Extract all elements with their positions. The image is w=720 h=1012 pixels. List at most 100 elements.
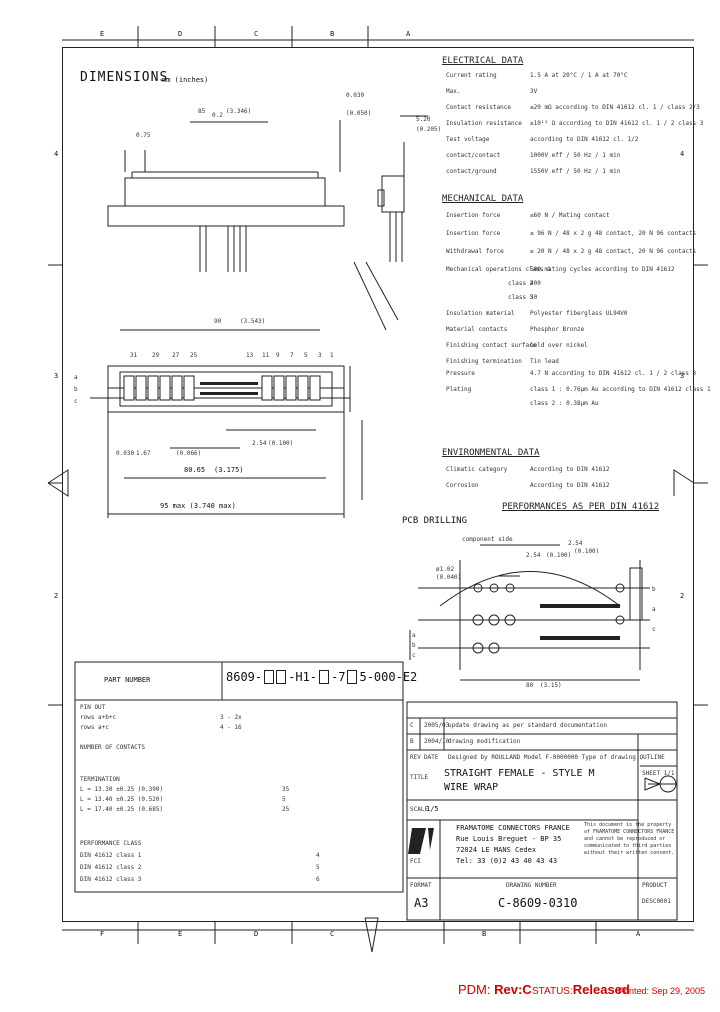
rev-cell: Designed by ROULLAND Model F-0000000 Typ… xyxy=(448,754,665,761)
spec-value: ≤ 96 N / 48 x 2 g 48 contact, 20 N 96 co… xyxy=(530,230,697,237)
pin-number: 31 xyxy=(130,352,138,359)
option-key: L = 17.40 ±0.25 (0.685) xyxy=(80,806,164,813)
spec-value: Polyester fiberglass UL94V0 xyxy=(530,310,628,317)
grid-letter: D xyxy=(254,930,259,938)
row-letter: c xyxy=(74,398,78,405)
grid-letter: C xyxy=(254,30,259,38)
spec-key: Mechanical operations class 1 xyxy=(446,266,551,273)
pcb-label: (0.100) xyxy=(574,548,600,555)
part-number-code: 8609- -H1- -7 5-000-E2 xyxy=(226,670,417,684)
pin-number: 25 xyxy=(190,352,198,359)
dim-label: (3.346) xyxy=(226,108,252,115)
dim-label: 0.030 xyxy=(346,92,365,99)
format-value: A3 xyxy=(414,896,429,910)
company-line: 72024 LE MANS Cedex xyxy=(456,846,537,854)
mechanical-title: MECHANICAL DATA xyxy=(442,194,524,204)
row-letter: a xyxy=(74,374,78,381)
pcb-label: (3.15) xyxy=(540,682,562,689)
pin-number: 7 xyxy=(290,352,294,359)
part-code-box xyxy=(264,670,275,684)
drawing-number: C-8609-0310 xyxy=(498,896,578,910)
spec-key: class 2 xyxy=(508,280,534,287)
option-key: DIN 41612 class 3 xyxy=(80,876,142,883)
spec-value: 1.5 A at 20°C / 1 A at 70°C xyxy=(530,72,628,79)
grid-letter: F xyxy=(100,930,105,938)
spec-value: 500 mating cycles according to DIN 41612 xyxy=(530,266,675,273)
pcb-drilling-title: PCB DRILLING xyxy=(402,516,468,526)
part-number-header: PART NUMBER xyxy=(104,676,151,684)
dim-label: 95 max (3.740 max) xyxy=(160,502,236,510)
drawing-title-line1: STRAIGHT FEMALE - STYLE M xyxy=(444,768,595,779)
pdm-label: PDM: xyxy=(458,982,495,997)
option-value: 35 xyxy=(282,786,290,793)
rev-cell: B xyxy=(410,738,414,745)
spec-key: contact/contact xyxy=(446,152,501,159)
spec-value: 50 xyxy=(530,294,538,301)
dim-label: (0.066) xyxy=(176,450,202,457)
spec-value: ≤60 N / Mating contact xyxy=(530,212,610,219)
status-value: Released xyxy=(572,982,630,997)
product-label: PRODUCT xyxy=(642,882,668,889)
fci-logo xyxy=(408,828,434,854)
option-value: 3 - 2x xyxy=(220,714,242,721)
spec-value: 400 xyxy=(530,280,541,287)
grid-letter: B xyxy=(482,930,487,938)
spec-value: 1550V eff / 50 Hz / 1 min xyxy=(530,168,621,175)
grid-number: 2 xyxy=(54,592,59,600)
spec-key: Finishing contact surface xyxy=(446,342,537,349)
spec-key: Insertion force xyxy=(446,212,501,219)
dim-label: 80.65 xyxy=(184,466,206,474)
option-value: 4 xyxy=(316,852,320,859)
dim-label: (0.100) xyxy=(268,440,294,447)
pcb-label: a xyxy=(412,632,416,639)
spec-value: ≥ 20 N / 48 x 2 g 48 contact, 20 N 96 co… xyxy=(530,248,697,255)
spec-value: Tin lead xyxy=(530,358,559,365)
option-value: 4 - 16 xyxy=(220,724,242,731)
pcb-label: component side xyxy=(462,536,513,543)
section-title: TERMINATION xyxy=(80,776,120,783)
grid-number: 3 xyxy=(680,372,685,380)
dim-label: (3.543) xyxy=(240,318,266,325)
printed-date: Printed: Sep 29, 2005 xyxy=(618,986,706,996)
pcb-label: b xyxy=(412,642,416,649)
grid-number: 4 xyxy=(680,150,685,158)
company-line: FRAMATOME CONNECTORS FRANCE xyxy=(456,824,570,832)
spec-value: ≤20 mΩ according to DIN 41612 cl. 1 / cl… xyxy=(530,104,700,111)
dim-label: 85 xyxy=(198,108,206,115)
dim-label: 2.54 xyxy=(252,440,267,447)
dim-label: 0.030 xyxy=(116,450,135,457)
copyright-note: This document is the property of FRAMATO… xyxy=(584,822,675,856)
pcb-label: 80 xyxy=(526,682,534,689)
spec-value: 4.7 N according to DIN 41612 cl. 1 / 2 c… xyxy=(530,370,697,377)
grid-letter: D xyxy=(178,30,183,38)
spec-value: ≥10¹² Ω according to DIN 41612 cl. 1 / 2… xyxy=(530,120,704,127)
spec-key: Current rating xyxy=(446,72,497,79)
part-code-box xyxy=(276,670,287,684)
option-value: 5 xyxy=(282,796,286,803)
performance-title: PERFORMANCES AS PER DIN 41612 xyxy=(502,502,660,512)
grid-letter: E xyxy=(178,930,183,938)
pin-number: 13 xyxy=(246,352,254,359)
option-key: DIN 41612 class 2 xyxy=(80,864,142,871)
grid-number: 3 xyxy=(54,372,59,380)
spec-key: Withdrawal force xyxy=(446,248,504,255)
pcb-label: 2.54 xyxy=(568,540,583,547)
pcb-label: a xyxy=(652,606,656,613)
spec-key: Material contacts xyxy=(446,326,508,333)
part-code-prefix: 8609- xyxy=(226,670,263,684)
option-value: 5 xyxy=(316,864,320,871)
pin-number: 1 xyxy=(330,352,334,359)
dimensions-title: DIMENSIONS xyxy=(80,70,169,85)
electrical-title: ELECTRICAL DATA xyxy=(442,56,524,66)
section-title: PIN OUT xyxy=(80,704,106,711)
pcb-label: (0.040) xyxy=(436,574,462,581)
spec-value: Phosphor Bronze xyxy=(530,326,585,333)
status: STATUS:Released xyxy=(532,982,630,997)
grid-letter: B xyxy=(330,30,335,38)
spec-key: Pressure xyxy=(446,370,475,377)
scale-label: SCALE xyxy=(410,806,429,813)
drawing-frame xyxy=(62,47,694,922)
logo-text: FCI xyxy=(410,858,421,865)
spec-key: Corrosion xyxy=(446,482,479,489)
